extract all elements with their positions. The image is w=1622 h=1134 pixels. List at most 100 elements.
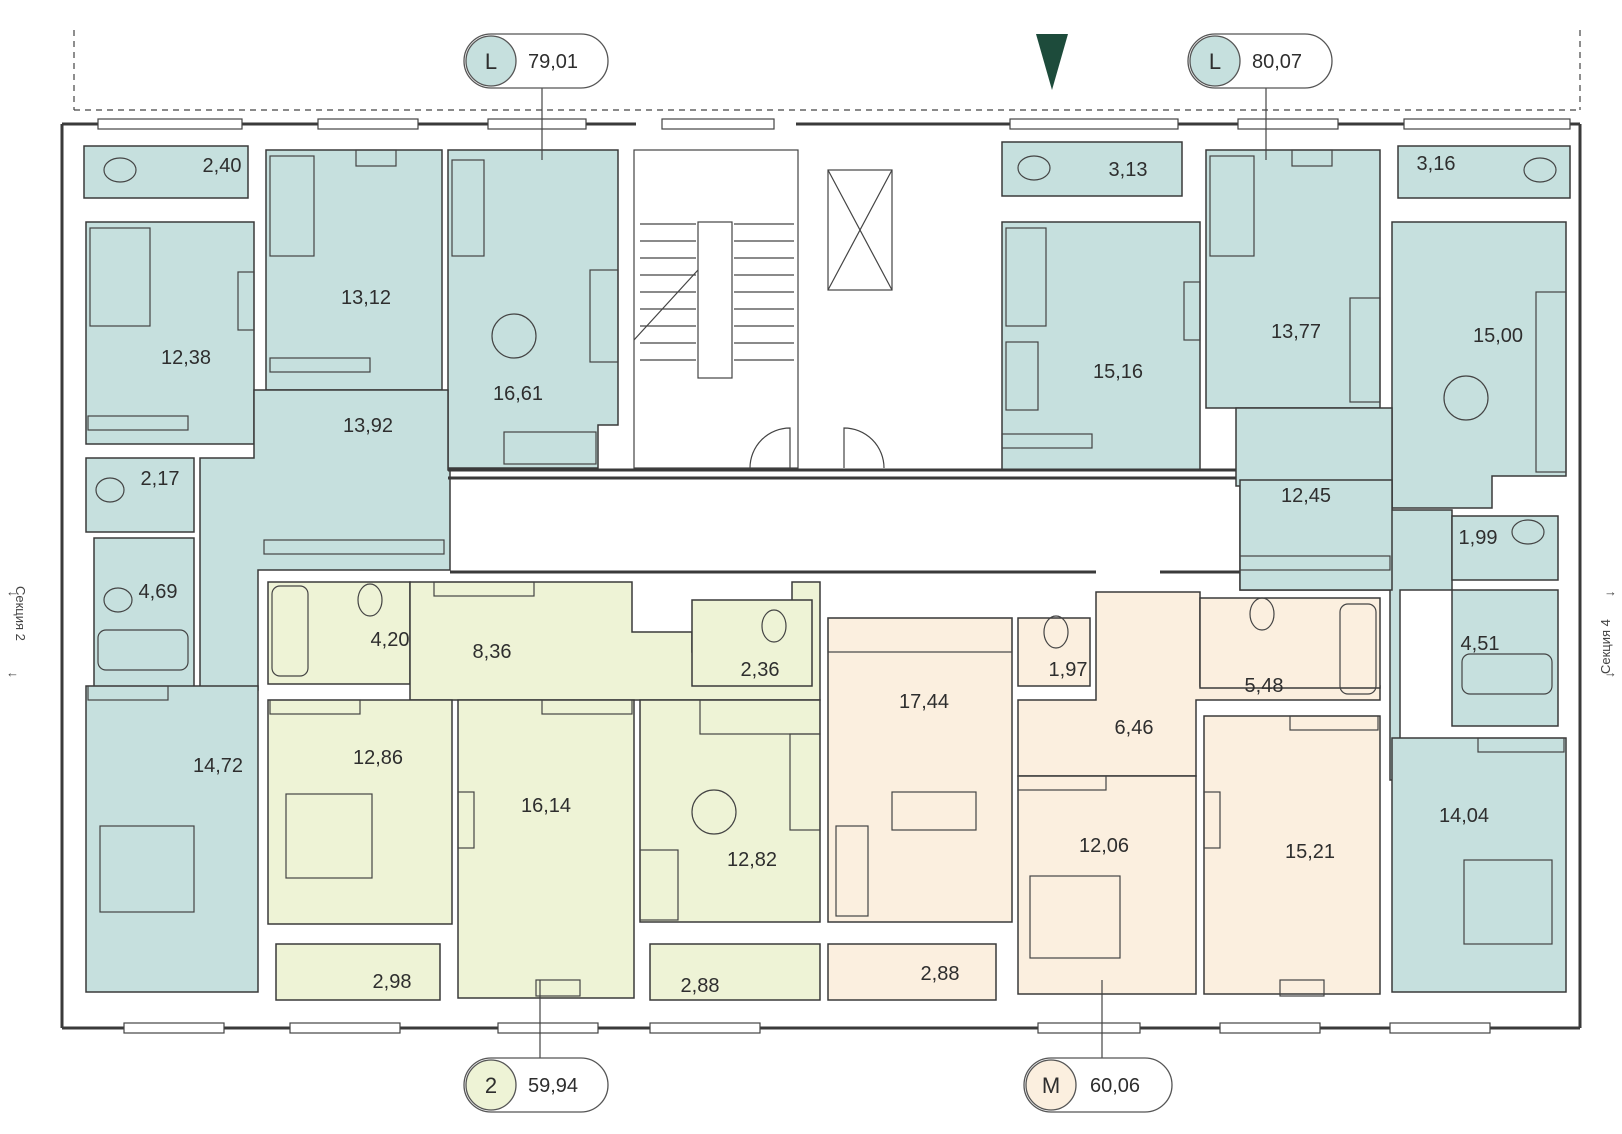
bathtub-icon [1339,603,1377,695]
room-balcony-2-88-a [649,943,821,1001]
area-label: 2,17 [141,468,180,490]
area-label: 2,88 [921,963,960,985]
room-bath-4-20 [267,581,411,685]
window [487,118,587,130]
wardrobe-icon [87,415,189,431]
apartment-80-07[interactable] [1001,141,1571,993]
badge-type-circle [465,1059,517,1111]
area-label: 2,98 [373,971,412,993]
room-area-labels: 2,40 13,12 12,38 16,61 13,92 2,17 4,69 1… [139,153,1524,997]
room-balcony-2-40 [83,145,249,199]
room-bath-4-51 [1451,589,1559,727]
window [1037,1022,1141,1034]
room-balcony-3-16 [1397,145,1571,199]
room-bedroom-13-12 [265,149,443,391]
stair-steps [640,223,794,361]
wardrobe-icon [269,699,361,715]
badge-type-code: L [1209,49,1221,74]
toilet-icon [1511,519,1545,545]
toilet-icon [1043,615,1069,649]
area-label: 12,45 [1281,485,1331,507]
section-right-text: Секция 4 [1598,619,1613,674]
stove-icon [789,733,821,831]
toilet-icon [1017,155,1051,181]
apartment-60-06[interactable] [827,591,1381,1001]
stairwell [633,149,799,469]
apartment-badge-79-01[interactable]: L 79,01 [463,33,609,160]
room-wc-2-17 [85,457,195,533]
toilet-icon [1249,597,1275,631]
window [123,1022,225,1034]
badge-type-circle [1189,35,1241,87]
room-wc-1-97 [1017,617,1091,687]
sink-counter-icon [503,431,597,465]
badge-type-circle [1025,1059,1077,1111]
room-bedroom-14-72 [85,685,259,993]
desk-icon [1203,791,1221,849]
window [497,1022,599,1034]
badge-type-circle [465,35,517,87]
bathtub-icon [1461,653,1553,695]
area-label: 4,20 [371,629,410,651]
desk-icon [1291,149,1333,167]
single-bed-icon [269,155,315,257]
sofa-icon [891,791,977,831]
dining-table-icon [1443,375,1489,421]
section-label-left[interactable]: Секция 2 [13,586,28,641]
apartment-badge-60-06[interactable]: M 60,06 [1023,980,1173,1113]
bathtub-icon [97,629,189,671]
room-bedroom-12-38 [85,221,255,445]
kitchen-counter-icon [827,617,1013,653]
kitchen-counter-icon [1535,291,1567,473]
room-bedroom-13-77 [1205,149,1381,409]
wardrobe-icon [263,539,445,555]
window [289,1022,401,1034]
area-label: 6,46 [1115,717,1154,739]
wardrobe-icon [1001,433,1093,449]
furniture [87,149,1567,997]
toilet-icon [103,587,133,613]
badge-type-code: L [485,49,497,74]
building-walls [60,30,1582,1034]
area-label: 2,36 [741,659,780,681]
sofa-icon [1005,341,1039,411]
arrow-right-icon: → [1604,665,1617,680]
kitchen-counter-icon [699,699,821,735]
room-kitchen-15-00 [1391,221,1567,509]
double-bed-icon [1029,875,1121,959]
section-label-right[interactable]: Секция 4 [1598,619,1613,674]
area-label: 3,13 [1109,159,1148,181]
room-bedroom-12-86 [267,699,453,925]
window [661,118,775,130]
sofa-icon [451,159,485,257]
arrow-left-icon: ← [6,584,19,599]
section-left-text: Секция 2 [13,586,28,641]
room-wc-1-99 [1451,515,1559,581]
room-kitchen-12-82 [639,699,821,923]
desk-icon [457,791,475,849]
room-balcony-2-98 [275,943,441,1001]
room-bath-4-69 [93,537,195,701]
apartment-badge-59-94[interactable]: 2 59,94 [463,980,609,1113]
window [1237,118,1339,130]
toilet-icon [761,609,787,643]
single-bed-icon [1209,155,1255,257]
dining-table-icon [691,789,737,835]
area-label: 4,69 [139,581,178,603]
apartment-59-94[interactable] [267,581,821,1001]
room-balcony-2-88-b [827,943,997,1001]
room-bedroom-15-16 [1001,221,1201,471]
area-label: 13,12 [341,287,391,309]
window [317,118,419,130]
area-label: 15,21 [1285,841,1335,863]
apartment-badge-80-07[interactable]: L 80,07 [1187,33,1333,160]
apartment-79-01[interactable] [83,145,619,993]
elevator-shaft [827,169,893,291]
sofa-icon [639,849,679,921]
stove-icon [589,269,619,363]
single-bed-icon [1005,227,1047,327]
area-label: 17,44 [899,691,949,713]
wardrobe-icon [1477,737,1565,753]
double-bed-icon [285,793,373,879]
desk-icon [1279,979,1325,997]
